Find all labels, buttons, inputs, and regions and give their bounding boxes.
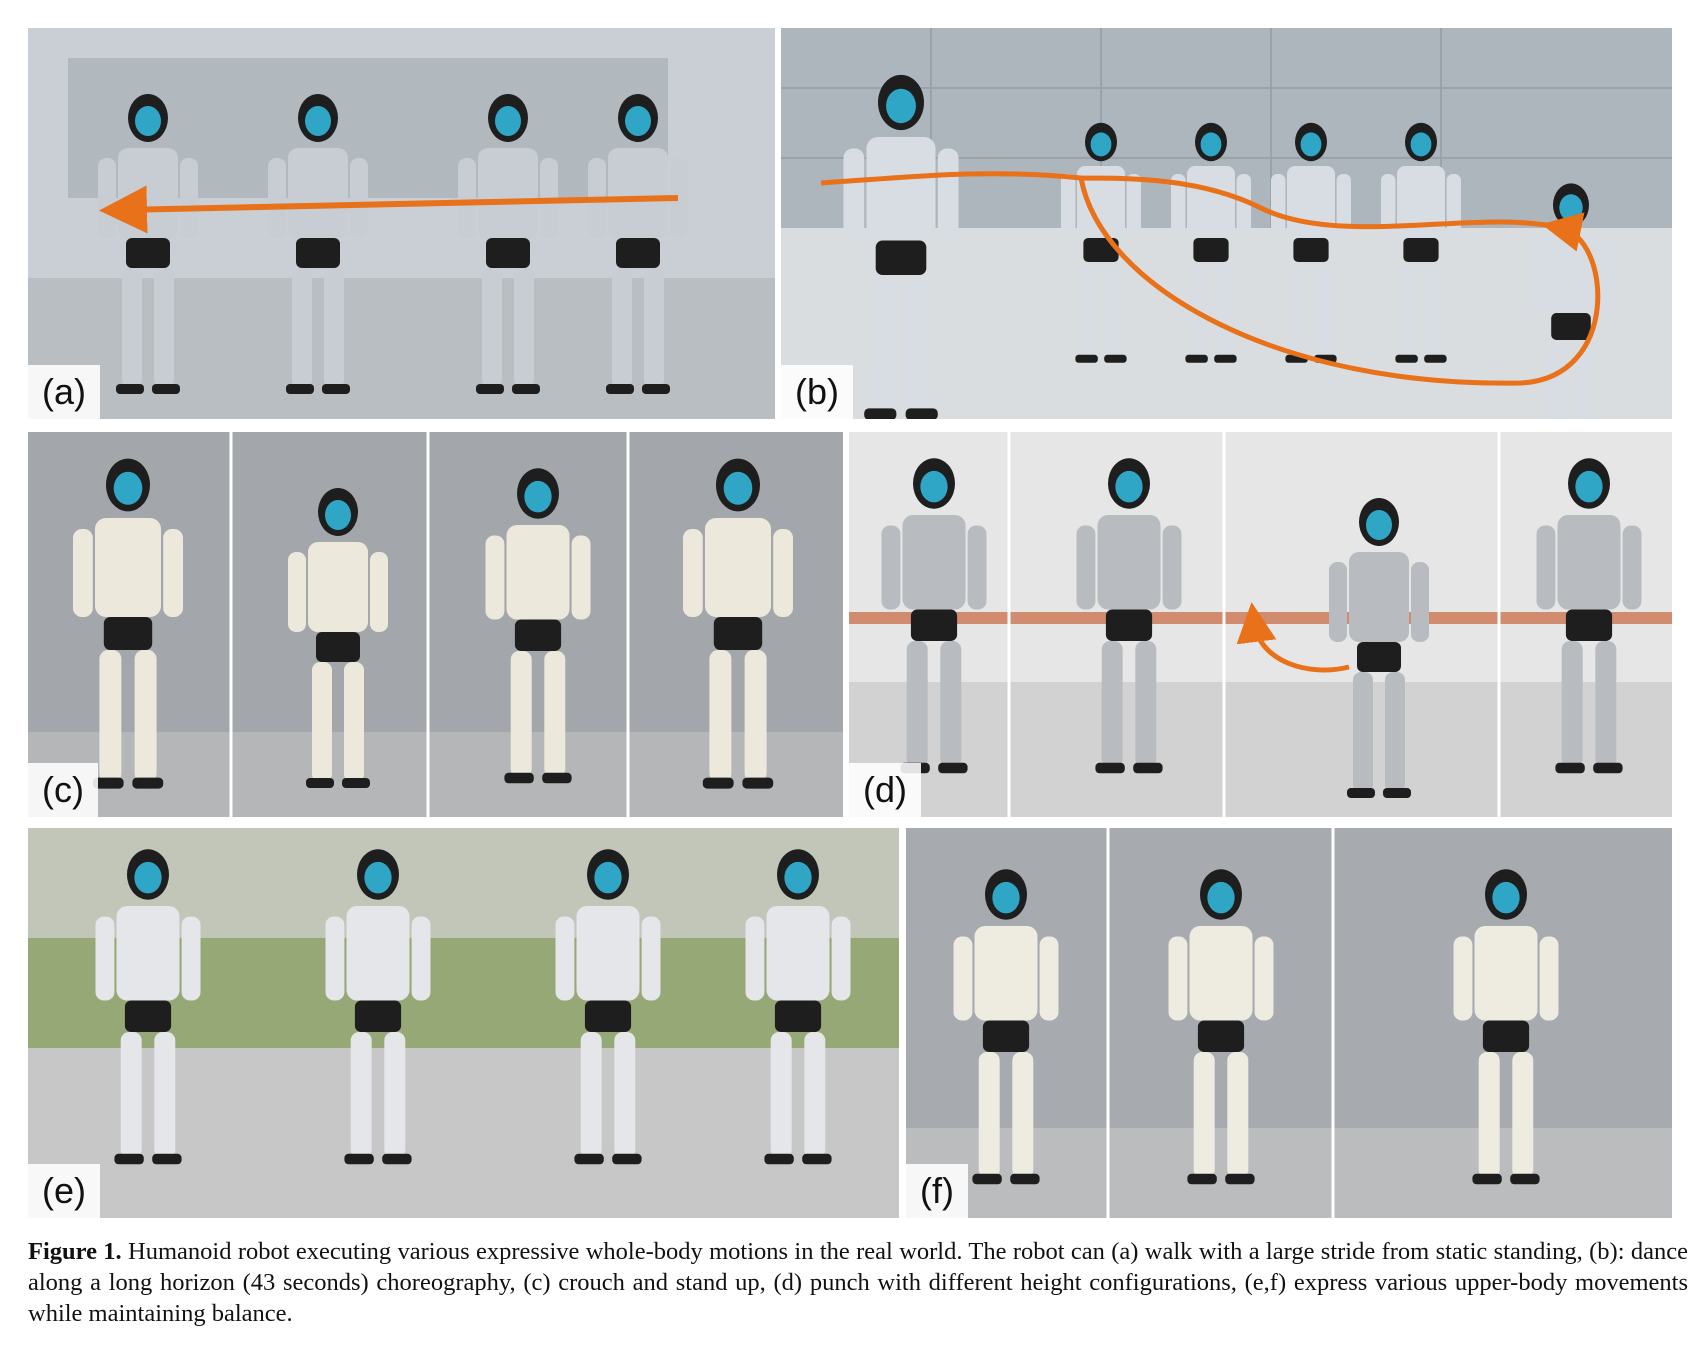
panel-a-trajectory-arrow [99, 185, 679, 234]
panel-f: (f) [906, 828, 1672, 1218]
figure-caption-label: Figure 1. [28, 1238, 122, 1265]
panel-a: (a) [28, 28, 775, 419]
panel-e: (e) [28, 828, 899, 1218]
panel-f-image [906, 828, 1672, 1218]
panel-b-image [781, 28, 1672, 419]
panel-d-image [849, 432, 1672, 817]
panel-d-floor [849, 682, 1672, 817]
panel-f-label: (f) [906, 1164, 968, 1218]
panel-f-frame-dividers [1106, 828, 1335, 1218]
panel-d-label: (d) [849, 763, 921, 817]
panel-b-trajectory-arrow [820, 171, 1601, 386]
panel-b-label: (b) [781, 365, 853, 419]
panel-a-label: (a) [28, 365, 100, 419]
panel-c-image [28, 432, 843, 817]
panel-c: (c) [28, 432, 843, 817]
panel-e-image [28, 828, 899, 1218]
panel-c-label: (c) [28, 763, 98, 817]
panel-d-trajectory-arrow [1236, 602, 1350, 673]
figure-caption: Figure 1. Humanoid robot executing vario… [28, 1236, 1688, 1329]
panel-d-rail [849, 612, 1672, 624]
panel-c-frame-dividers [229, 432, 630, 817]
panel-d: (d) [849, 432, 1672, 817]
panel-f-floor [906, 1128, 1672, 1218]
panel-e-label: (e) [28, 1164, 100, 1218]
panel-d-frame-dividers [1007, 432, 1501, 817]
panel-a-image [28, 28, 775, 419]
panel-b: (b) [781, 28, 1672, 419]
figure-caption-text: Humanoid robot executing various express… [28, 1238, 1688, 1327]
panel-c-floor [28, 732, 843, 817]
